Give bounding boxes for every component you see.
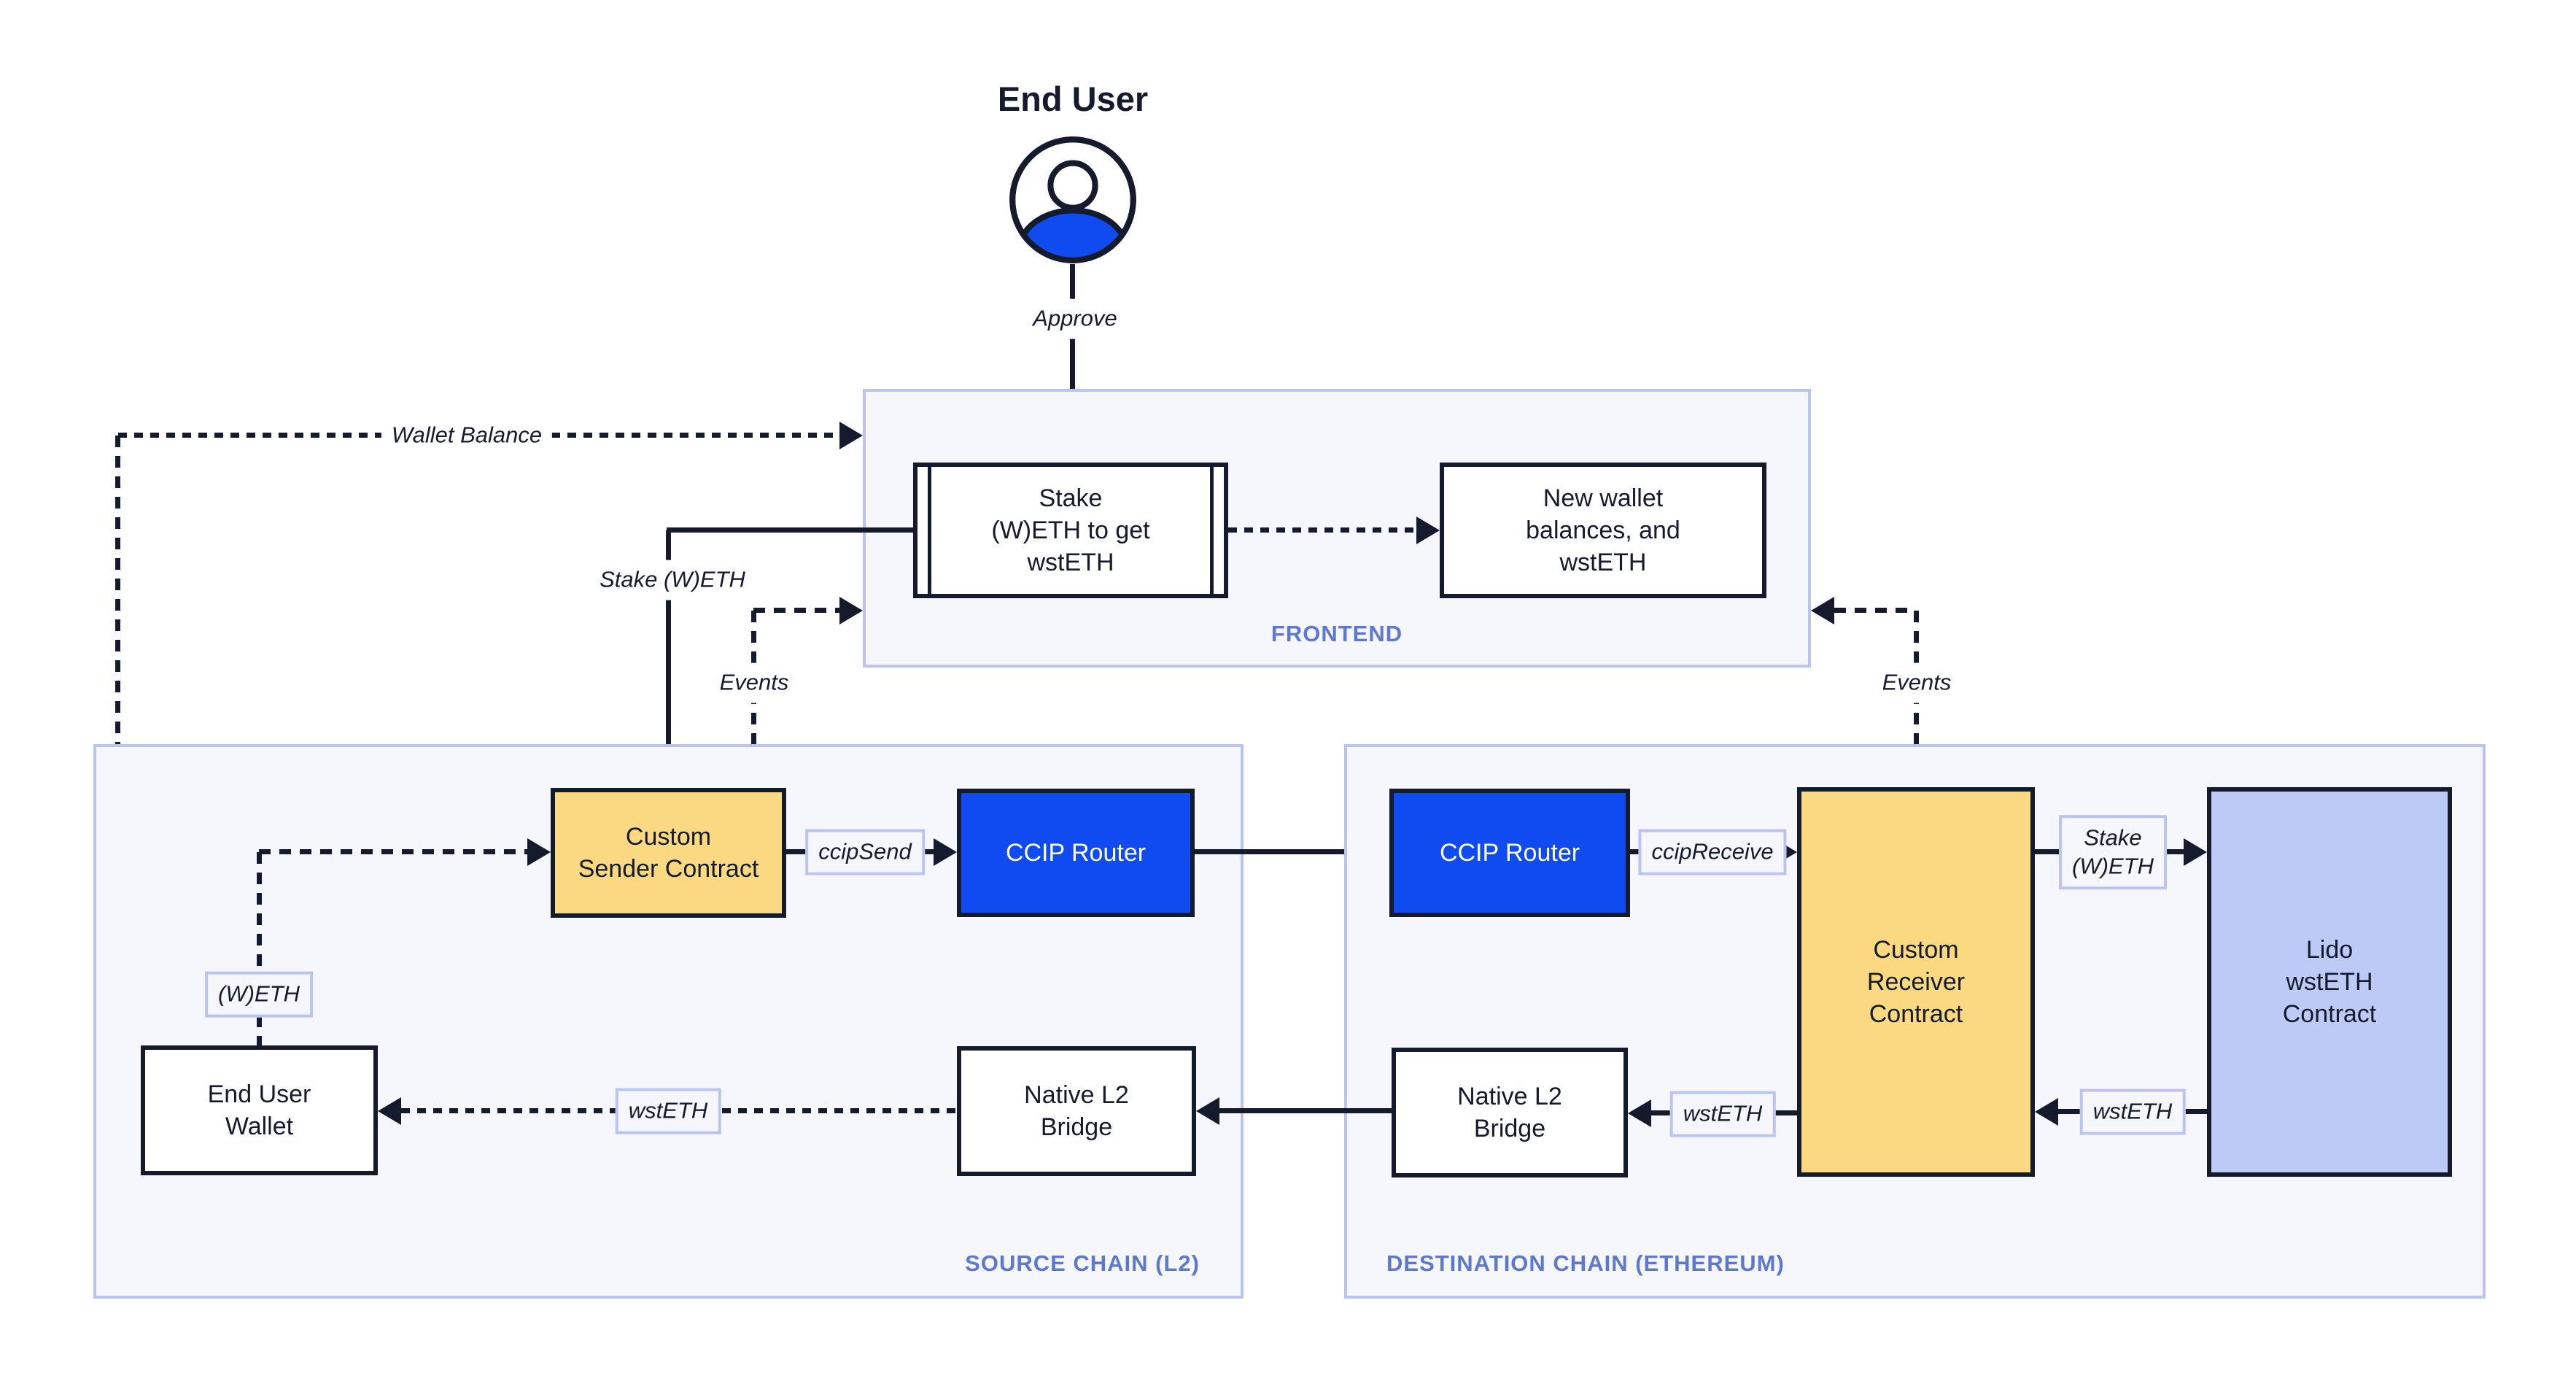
arrowhead-right-icon: [2184, 838, 2207, 866]
edge-stake-weth-vline: [666, 530, 671, 765]
arrowhead-right-icon: [934, 838, 957, 866]
person-icon: [1009, 136, 1136, 263]
edge-label-wallet-balance: Wallet Balance: [381, 415, 553, 456]
arrowhead-left-icon: [378, 1097, 401, 1125]
edge-label-wsteth-lido: wstETH: [2079, 1088, 2186, 1135]
arrowhead-right-icon: [527, 838, 551, 866]
edge-approve-line: [1070, 264, 1075, 439]
node-stake-action: Stake (W)ETH to get wstETH: [913, 463, 1228, 598]
node-native-l2-bridge-dest: Native L2 Bridge: [1392, 1048, 1628, 1177]
node-new-balances: New wallet balances, and wstETH: [1440, 463, 1766, 598]
node-ccip-router-source: CCIP Router: [957, 789, 1195, 917]
edge-weth-hline: [259, 849, 527, 854]
end-user-title: End User: [997, 80, 1149, 118]
arrowhead-left-icon: [1628, 1099, 1651, 1127]
edge-stake-weth-hline: [667, 527, 913, 533]
node-custom-sender-contract: Custom Sender Contract: [551, 788, 786, 918]
edge-label-stake-weth-right: Stake (W)ETH: [2059, 815, 2167, 889]
destination-chain-zone-label: DESTINATION CHAIN (ETHEREUM): [1386, 1250, 1785, 1276]
arrowhead-right-icon: [839, 422, 863, 449]
edge-label-stake-weth: Stake (W)ETH: [589, 560, 756, 600]
edge-label-weth: (W)ETH: [205, 971, 313, 1018]
edge-weth-vline: [257, 852, 262, 1045]
arrowhead-left-icon: [1196, 1097, 1219, 1125]
arrowhead-right-icon: [1416, 517, 1440, 544]
arrowhead-left-icon: [2035, 1098, 2058, 1126]
edge-events-left-hline: [753, 608, 839, 613]
edge-label-approve: Approve: [1023, 298, 1128, 339]
node-end-user-wallet: End User Wallet: [141, 1045, 378, 1175]
edge-label-ccipsend: ccipSend: [805, 829, 925, 875]
node-lido-wsteth-contract: Lido wstETH Contract: [2207, 787, 2452, 1177]
edge-events-right-hline: [1834, 608, 1916, 613]
source-chain-zone-label: SOURCE CHAIN (L2): [965, 1250, 1200, 1276]
arrowhead-left-icon: [1811, 597, 1834, 624]
node-custom-receiver-contract: Custom Receiver Contract: [1797, 787, 2035, 1177]
arrowhead-right-icon: [839, 597, 863, 624]
frontend-zone-label: FRONTEND: [1270, 621, 1403, 646]
edge-bridge-to-bridge-line: [1219, 1108, 1392, 1113]
edge-stake-to-balances-line: [1228, 527, 1416, 533]
edge-router-to-router-line: [1195, 849, 1366, 854]
node-ccip-router-dest: CCIP Router: [1389, 789, 1630, 917]
edge-label-ccipreceive: ccipReceive: [1638, 829, 1787, 875]
edge-label-wsteth-receiver: wstETH: [1669, 1091, 1776, 1137]
edge-label-events-left: Events: [709, 662, 799, 703]
edge-label-events-right: Events: [1871, 662, 1962, 703]
edge-label-wsteth-bridge: wstETH: [615, 1088, 721, 1134]
node-native-l2-bridge-source: Native L2 Bridge: [957, 1046, 1196, 1176]
